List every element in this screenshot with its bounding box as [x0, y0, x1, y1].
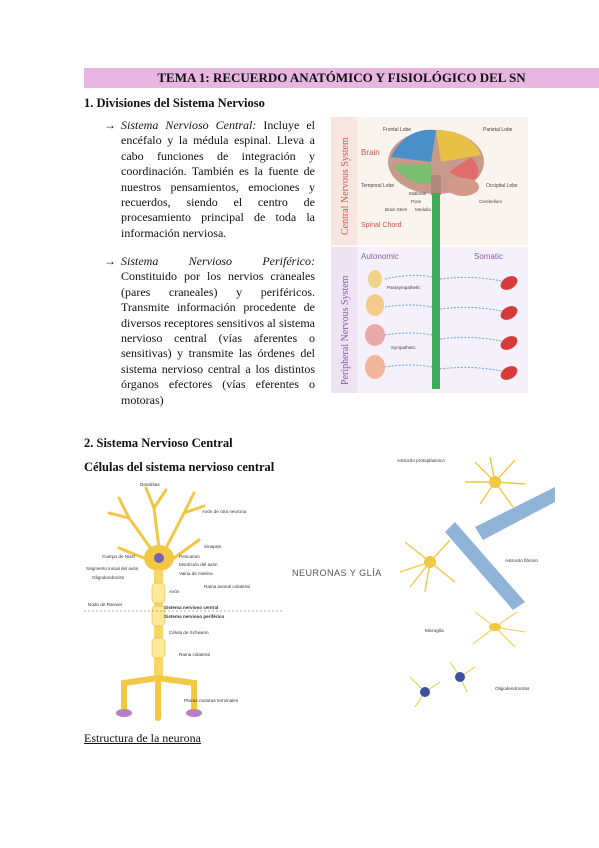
label-segmento: Segmento inicial del axón [86, 566, 139, 571]
neuronas-glia-label: NEURONAS Y GLÍA [292, 568, 382, 578]
spinal-cord-label: Spinal Chord [361, 222, 402, 229]
spinal-cord-shape [432, 193, 440, 389]
label-pericarion: Pericarion [179, 554, 200, 559]
snp-paragraph: → Sistema Nervioso Periférico: Constitui… [104, 254, 315, 408]
label-astrocito-proto: Astrocito protoplásmico [397, 458, 445, 463]
snp-term: Sistema Nervioso Periférico: [121, 254, 315, 268]
brain-label: Brain [361, 148, 380, 157]
label-sinapsis: Sinapsis [204, 544, 222, 549]
label-monticulo: Montículo del axón [179, 562, 218, 567]
pns-label: Peripheral Nervous System [340, 275, 351, 385]
neuron-diagram: Dendritas Axón de otra neurona Sinapsis … [84, 478, 284, 721]
label-placas: Placas motoras terminales [184, 698, 239, 703]
arrow-icon: → [104, 118, 116, 132]
label-dendritas: Dendritas [140, 482, 160, 487]
section2-subheading: Células del sistema nervioso central [84, 460, 275, 474]
label-oligodendrocitos: Oligodendrocitos [495, 686, 530, 691]
snp-text: Constituido por los nervios craneales (p… [121, 269, 315, 407]
somatic-label: Somatic [474, 252, 503, 261]
label-oligo: Oligodendrocito [92, 575, 125, 580]
snc-paragraph: → Sistema Nervioso Central: Incluye el e… [104, 118, 316, 241]
snc-term: Sistema Nervioso Central: [121, 118, 257, 132]
label-rama-axonal: Rama axonal colateral [204, 584, 250, 589]
label-schwann: Célula de Schwann [169, 630, 209, 635]
parietal-label: Parietal Lobe [483, 127, 513, 133]
label-microglia: Microglía [425, 628, 444, 633]
label-axon-otra: Axón de otra neurona [202, 509, 247, 514]
label-axon: Axón [169, 589, 180, 594]
autonomic-label: Autonomic [361, 252, 399, 261]
label-nodo: Nodo de Ranvier [88, 602, 123, 607]
cns-label: Central Nervous System [340, 137, 351, 235]
midbrain-label: Midbrain [409, 191, 427, 196]
label-rama-colateral: Rama colateral [179, 652, 210, 657]
nervous-system-diagram: Central Nervous System Peripheral Nervou… [331, 117, 528, 393]
section1-heading: 1. Divisiones del Sistema Nervioso [84, 96, 265, 110]
label-snc: Sistema nervioso central [164, 605, 218, 610]
figure-caption: Estructura de la neurona [84, 731, 201, 745]
label-vaina: Vaina de mielina [179, 571, 213, 576]
snc-text: Incluye el encéfalo y la médula espinal.… [121, 118, 316, 240]
occipital-label: Occipital Lobe [486, 183, 518, 189]
label-astrocito-fibroso: Astrocito fibroso [505, 558, 538, 563]
parasympathetic-label: Parasympathetic [387, 285, 421, 290]
section2-heading: 2. Sistema Nervioso Central [84, 436, 233, 450]
label-snp: Sistema nervioso periférico [164, 614, 224, 619]
pons-label: Pons [411, 199, 422, 204]
cerebellum-label: Cerebellum [479, 199, 502, 204]
glia-diagram: Astrocito protoplásmico Astrocito fibros… [395, 452, 555, 714]
page-title: TEMA 1: RECUERDO ANATÓMICO Y FISIOLÓGICO… [84, 68, 599, 88]
brainstem-label: Brain Stem [385, 207, 408, 212]
sympathetic-label: Sympathetic [391, 345, 417, 350]
label-cuerpo: Cuerpo de Nissl [102, 554, 135, 559]
arrow-icon: → [104, 254, 116, 268]
frontal-label: Frontal Lobe [383, 127, 411, 133]
temporal-label: Temporal Lobe [361, 183, 394, 189]
medulla-label: Medulla [415, 207, 431, 212]
